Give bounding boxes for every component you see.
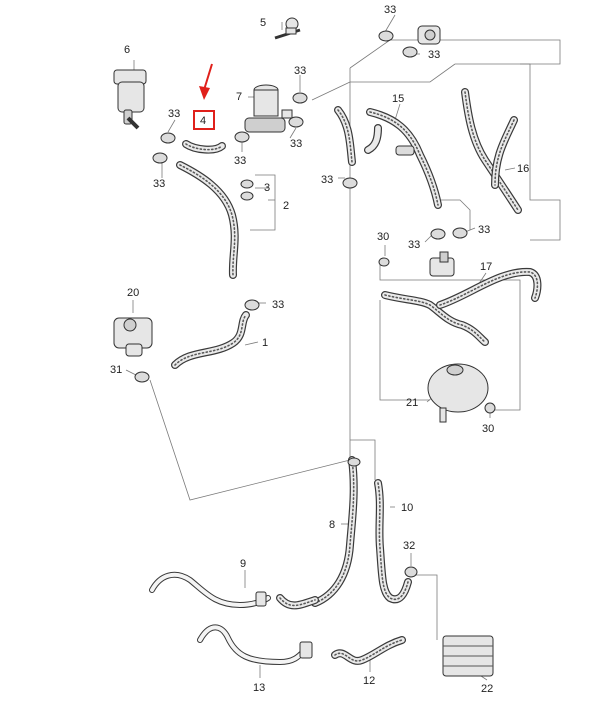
callout-2: 2: [283, 200, 289, 212]
part-6-pump: [113, 69, 147, 130]
part-22-oil-cooler: [442, 635, 494, 677]
part-7-valve: [244, 84, 293, 133]
part-3-clamps: [240, 179, 254, 201]
callout-33-i: 33: [408, 239, 420, 251]
highlight-box: [193, 110, 215, 130]
callout-33-e: 33: [290, 138, 302, 150]
callout-33-k: 33: [272, 299, 284, 311]
callout-33-g: 33: [153, 178, 165, 190]
callout-13: 13: [253, 682, 265, 694]
part-10-hose: [374, 479, 412, 604]
callout-4: 4: [200, 115, 206, 127]
part-4-hose: [182, 140, 226, 154]
part-2-hose: [176, 161, 239, 279]
highlight-arrow: [199, 63, 213, 100]
part-1-hose: [171, 311, 250, 369]
callout-5: 5: [260, 17, 266, 29]
part-5-clip: [274, 17, 301, 40]
part-8-hose: [311, 456, 358, 607]
callout-33-j: 33: [478, 224, 490, 236]
part-9-pipe: [149, 571, 319, 610]
callout-9: 9: [240, 558, 246, 570]
callout-1: 1: [262, 337, 268, 349]
clamps: [134, 30, 496, 578]
callout-33-f: 33: [234, 155, 246, 167]
part-20-housing: [113, 317, 153, 357]
callouts: 6 5 7 4 33 33 33 33 33 33 33 33 15 16 3 …: [110, 4, 529, 695]
part-connector-mid: [429, 251, 455, 277]
callout-17: 17: [480, 261, 492, 273]
callout-12: 12: [363, 675, 375, 687]
callout-15: 15: [392, 93, 404, 105]
part-21-expansion-tank: [427, 363, 489, 423]
callout-7: 7: [236, 91, 242, 103]
part-13-pipe: [197, 624, 313, 665]
callout-8: 8: [329, 519, 335, 531]
callout-32: 32: [403, 540, 415, 552]
part-15-hose: [334, 106, 442, 209]
callout-20: 20: [127, 287, 139, 299]
callout-33-d: 33: [168, 108, 180, 120]
callout-16: 16: [517, 163, 529, 175]
callout-33-h: 33: [321, 174, 333, 186]
callout-21: 21: [406, 397, 418, 409]
part-12-hose: [331, 636, 406, 665]
callout-33-b: 33: [428, 49, 440, 61]
callout-33-c: 33: [294, 65, 306, 77]
callout-33-a: 33: [384, 4, 396, 16]
callout-6: 6: [124, 44, 130, 56]
part-17-hose: [381, 267, 542, 346]
callout-3: 3: [264, 182, 270, 194]
callout-10: 10: [401, 502, 413, 514]
callout-31: 31: [110, 364, 122, 376]
callout-30-a: 30: [377, 231, 389, 243]
part-16-hose: [461, 88, 522, 214]
callout-30-b: 30: [482, 423, 494, 435]
callout-22: 22: [481, 683, 493, 695]
part-connector-top: [417, 25, 441, 45]
